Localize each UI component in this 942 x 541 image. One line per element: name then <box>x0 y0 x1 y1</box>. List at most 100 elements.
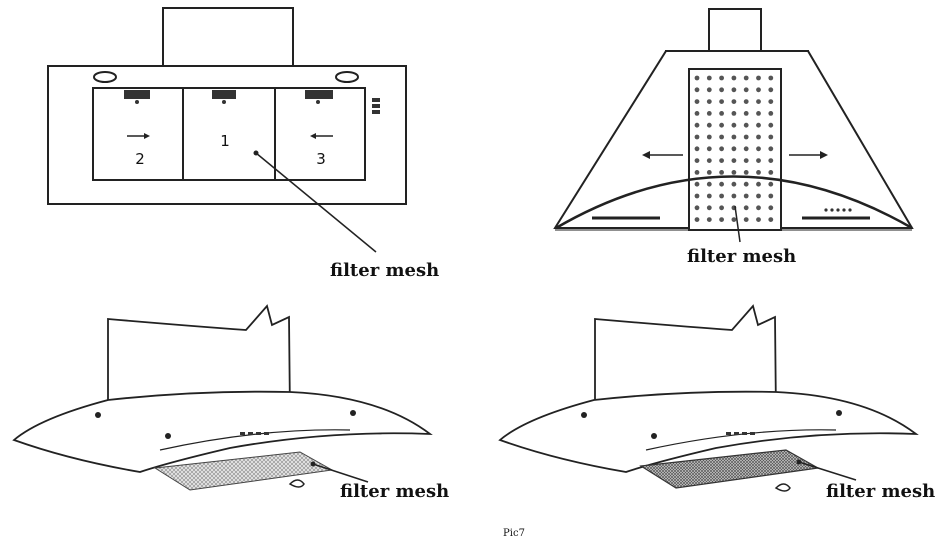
perforation-dot <box>719 75 724 81</box>
perforation-dot <box>694 170 700 175</box>
filter-mesh-label: filter mesh <box>826 481 935 502</box>
leader-line <box>798 461 857 481</box>
perforation-dot <box>706 87 712 93</box>
perforation-dot <box>768 217 774 223</box>
perforation-dot <box>694 99 700 104</box>
perforation-dot <box>743 181 749 187</box>
perforation-dot <box>768 122 774 128</box>
perforation-dot <box>756 134 761 140</box>
perforation-dot <box>756 181 761 187</box>
filter-handle <box>288 479 305 488</box>
perforation-dot <box>719 170 724 175</box>
perforation-dot <box>743 75 749 81</box>
perforation-dot <box>694 158 700 164</box>
perforation-dot <box>694 134 700 140</box>
perforation-dot <box>768 146 774 152</box>
panel-curved-hood-right <box>498 304 919 492</box>
perforation-dot <box>756 193 761 199</box>
perforation-dot <box>743 99 749 104</box>
figure-caption: Pic7 <box>503 528 525 539</box>
perforation-dot <box>768 170 774 175</box>
perforation-dot <box>756 146 761 152</box>
filter-clips <box>124 90 333 104</box>
perforation-dot <box>719 205 724 211</box>
filter-number-2: 2 <box>135 150 145 168</box>
perforation-dot <box>694 75 700 81</box>
perforation-dot <box>731 111 737 116</box>
perforation-dot <box>768 75 774 81</box>
perforation-dot <box>694 122 700 128</box>
perforation-dot <box>694 181 700 187</box>
perforation-dot <box>694 193 700 199</box>
filter-perforations <box>694 75 774 223</box>
indicator-dots <box>824 208 852 212</box>
perforation-dot <box>731 217 737 223</box>
glass-canopy <box>12 390 433 473</box>
perforation-dot <box>743 217 749 223</box>
filter-number-1: 1 <box>220 132 230 150</box>
perforation-dot <box>706 122 712 128</box>
perforation-dot <box>694 217 700 223</box>
perforation-dot <box>731 87 737 93</box>
filter-mesh-label: filter mesh <box>330 260 439 281</box>
perforation-dot <box>719 217 724 223</box>
perforation-dot <box>694 111 700 116</box>
perforation-dot <box>743 122 749 128</box>
perforation-dot <box>756 158 761 164</box>
hood-curve <box>555 175 913 230</box>
perforation-dot <box>768 158 774 164</box>
perforation-dot <box>743 193 749 199</box>
control-buttons <box>372 98 380 114</box>
slide-arrows <box>127 133 333 139</box>
perforation-dot <box>743 205 749 211</box>
perforation-dot <box>694 87 700 93</box>
perforation-dot <box>706 146 712 152</box>
perforation-dot <box>756 217 761 223</box>
perforation-dot <box>719 181 724 187</box>
perforation-dot <box>756 87 761 93</box>
perforation-dot <box>706 75 712 81</box>
perforation-dot <box>731 170 737 175</box>
perforation-dot <box>706 111 712 116</box>
light-right <box>335 71 359 83</box>
perforation-dot <box>743 111 749 116</box>
perforation-dot <box>719 99 724 104</box>
perforation-dot <box>719 122 724 128</box>
leader-line <box>312 463 369 483</box>
perforation-dot <box>719 193 724 199</box>
filter-mesh-label: filter mesh <box>687 246 796 267</box>
perforation-dot <box>731 193 737 199</box>
perforation-dot <box>756 75 761 81</box>
perforation-dot <box>706 217 712 223</box>
slide-arrows <box>642 151 828 159</box>
glass-canopy <box>498 390 919 473</box>
perforation-dot <box>731 99 737 104</box>
filter-number-3: 3 <box>316 150 326 168</box>
perforation-dot <box>706 134 712 140</box>
perforation-dot <box>768 134 774 140</box>
perforation-dot <box>731 181 737 187</box>
perforation-dot <box>743 134 749 140</box>
perforation-dot <box>768 111 774 116</box>
perforation-dot <box>706 170 712 175</box>
perforation-dot <box>756 99 761 104</box>
perforation-dot <box>694 146 700 152</box>
perforation-dot <box>706 193 712 199</box>
perforation-dot <box>756 170 761 175</box>
filter-handle <box>774 483 791 492</box>
perforation-dot <box>719 146 724 152</box>
perforation-dot <box>694 205 700 211</box>
perforation-dot <box>743 146 749 152</box>
perforation-dot <box>731 134 737 140</box>
chimney <box>708 8 762 52</box>
light-left <box>93 71 117 83</box>
perforation-dot <box>706 158 712 164</box>
perforation-dot <box>743 87 749 93</box>
chimney <box>162 7 294 67</box>
perforation-dot <box>719 134 724 140</box>
perforation-dot <box>731 146 737 152</box>
perforation-dot <box>768 87 774 93</box>
perforation-dot <box>768 193 774 199</box>
perforation-dot <box>706 205 712 211</box>
